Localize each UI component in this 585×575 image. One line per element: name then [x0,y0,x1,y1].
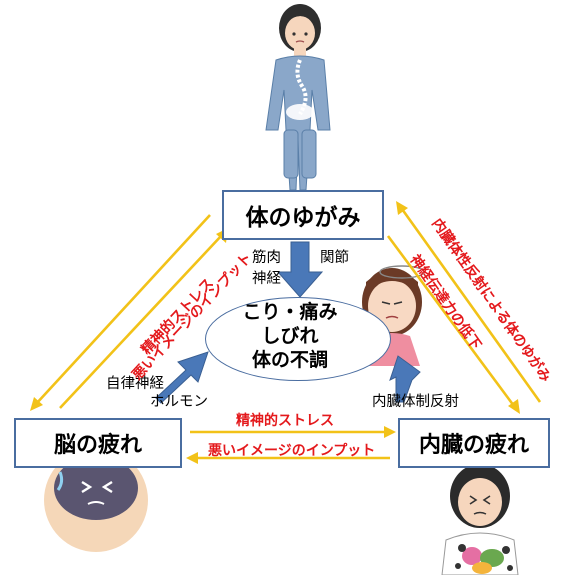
body-distortion-box: 体のゆがみ [222,190,384,240]
brain-fatigue-box: 脳の疲れ [14,418,182,468]
label-autonomic-nerve: 自律神経 [106,376,164,392]
symptom-line-3: 体の不調 [251,349,328,371]
symptom-line-2: しびれ [261,325,319,347]
brain-fatigue-label: 脳の疲れ [53,433,142,458]
woman-posture-illustration [265,4,331,191]
label-bottom-stress: 精神的ストレス [236,413,334,429]
visceral-fatigue-label: 内臓の疲れ [418,433,529,458]
label-visceral-reflex: 内臓体制反射 [372,394,459,410]
blue-arrows [155,241,421,404]
symptoms-ellipse [205,297,391,381]
girl-internal-organs-illustration [441,464,519,575]
label-joint: 関節 [320,250,349,266]
symptom-line-1: こり・痛み [242,301,338,323]
label-muscle: 筋肉 [252,250,281,266]
symptoms-text: こり・痛み しびれ 体の不調 [230,300,350,372]
visceral-fatigue-box: 内臓の疲れ [398,418,550,468]
label-bottom-input: 悪いイメージのインプット [208,443,376,459]
label-hormone: ホルモン [150,394,208,410]
body-distortion-label: 体のゆがみ [245,205,361,231]
label-nerve: 神経 [252,271,281,287]
tired-brain-head-illustration [44,448,148,552]
